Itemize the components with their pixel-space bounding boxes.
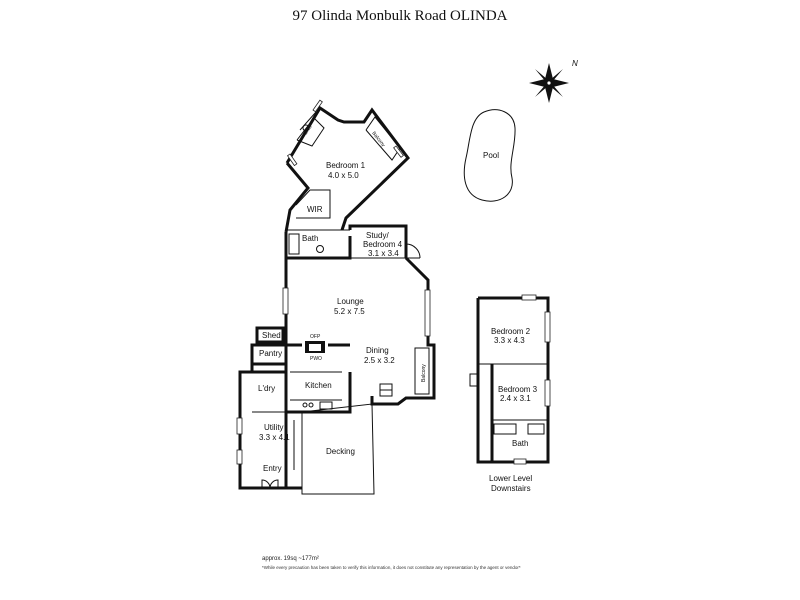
study-label-1: Study/ [366, 231, 389, 240]
pwo-label: PWO [310, 356, 322, 362]
pantry-label: Pantry [259, 349, 282, 358]
area-note: approx. 19sq ~177m² [262, 556, 319, 562]
pool-outline [463, 109, 516, 202]
ofp-label: OFP [310, 334, 321, 340]
bedroom1-walls [285, 105, 410, 231]
utility-size: 3.3 x 4.1 [259, 433, 290, 442]
bedroom2-size: 3.3 x 4.3 [494, 336, 525, 345]
ldry-label: L'dry [258, 384, 275, 393]
lower-level-walls [476, 296, 550, 464]
lounge-size: 5.2 x 7.5 [334, 307, 365, 316]
utility-name: Utility [264, 423, 284, 432]
dining-size: 2.5 x 3.2 [364, 356, 395, 365]
decking-label: Decking [326, 447, 355, 456]
study-size: 3.1 x 3.4 [368, 249, 399, 258]
dining-name: Dining [366, 346, 389, 355]
compass-north-label: N [572, 59, 578, 68]
compass-rose-icon [529, 63, 569, 103]
disclaimer-note: *While every precaution has been taken t… [262, 565, 521, 570]
bath-lower-label: Bath [512, 439, 528, 448]
shed-label: Shed [262, 331, 281, 340]
bedroom2-name: Bedroom 2 [491, 327, 531, 336]
bath-upper-label: Bath [302, 234, 318, 243]
downstairs-label: Downstairs [491, 484, 531, 493]
page-title: 97 Olinda Monbulk Road OLINDA [292, 8, 508, 24]
study-label-2: Bedroom 4 [363, 240, 403, 249]
pool-label: Pool [483, 151, 499, 160]
bedroom1-size: 4.0 x 5.0 [328, 171, 359, 180]
decking-outline [301, 403, 375, 495]
balcony-upper-label: Balcony [370, 131, 386, 149]
bedroom1-name: Bedroom 1 [326, 161, 366, 170]
bedroom3-name: Bedroom 3 [498, 385, 538, 394]
lower-level-label: Lower Level [489, 474, 532, 483]
entry-label: Entry [263, 464, 282, 473]
balcony-side-label: Balcony [421, 364, 427, 382]
kitchen-label: Kitchen [305, 381, 332, 390]
wir-label: WIR [307, 205, 323, 214]
bedroom3-size: 2.4 x 3.1 [500, 394, 531, 403]
lounge-name: Lounge [337, 297, 364, 306]
footer: approx. 19sq ~177m² *While every precaut… [262, 556, 521, 570]
